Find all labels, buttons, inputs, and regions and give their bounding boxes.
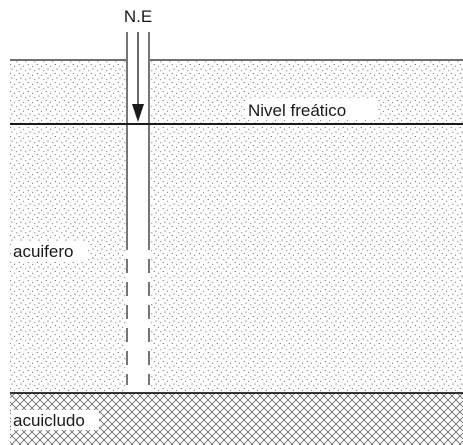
unsaturated-zone xyxy=(10,60,463,124)
well-label: N.E xyxy=(124,7,152,26)
aquifer-label: acuifero xyxy=(13,242,73,261)
aquifer-label-bg xyxy=(11,241,87,261)
water-table-label-bg xyxy=(245,100,377,120)
aquiclude-label: acuicludo xyxy=(13,411,85,430)
water-table-label: Nivel freático xyxy=(248,101,346,120)
water-level-arrow-head xyxy=(132,104,144,122)
aquiclude-label-bg xyxy=(11,410,99,430)
